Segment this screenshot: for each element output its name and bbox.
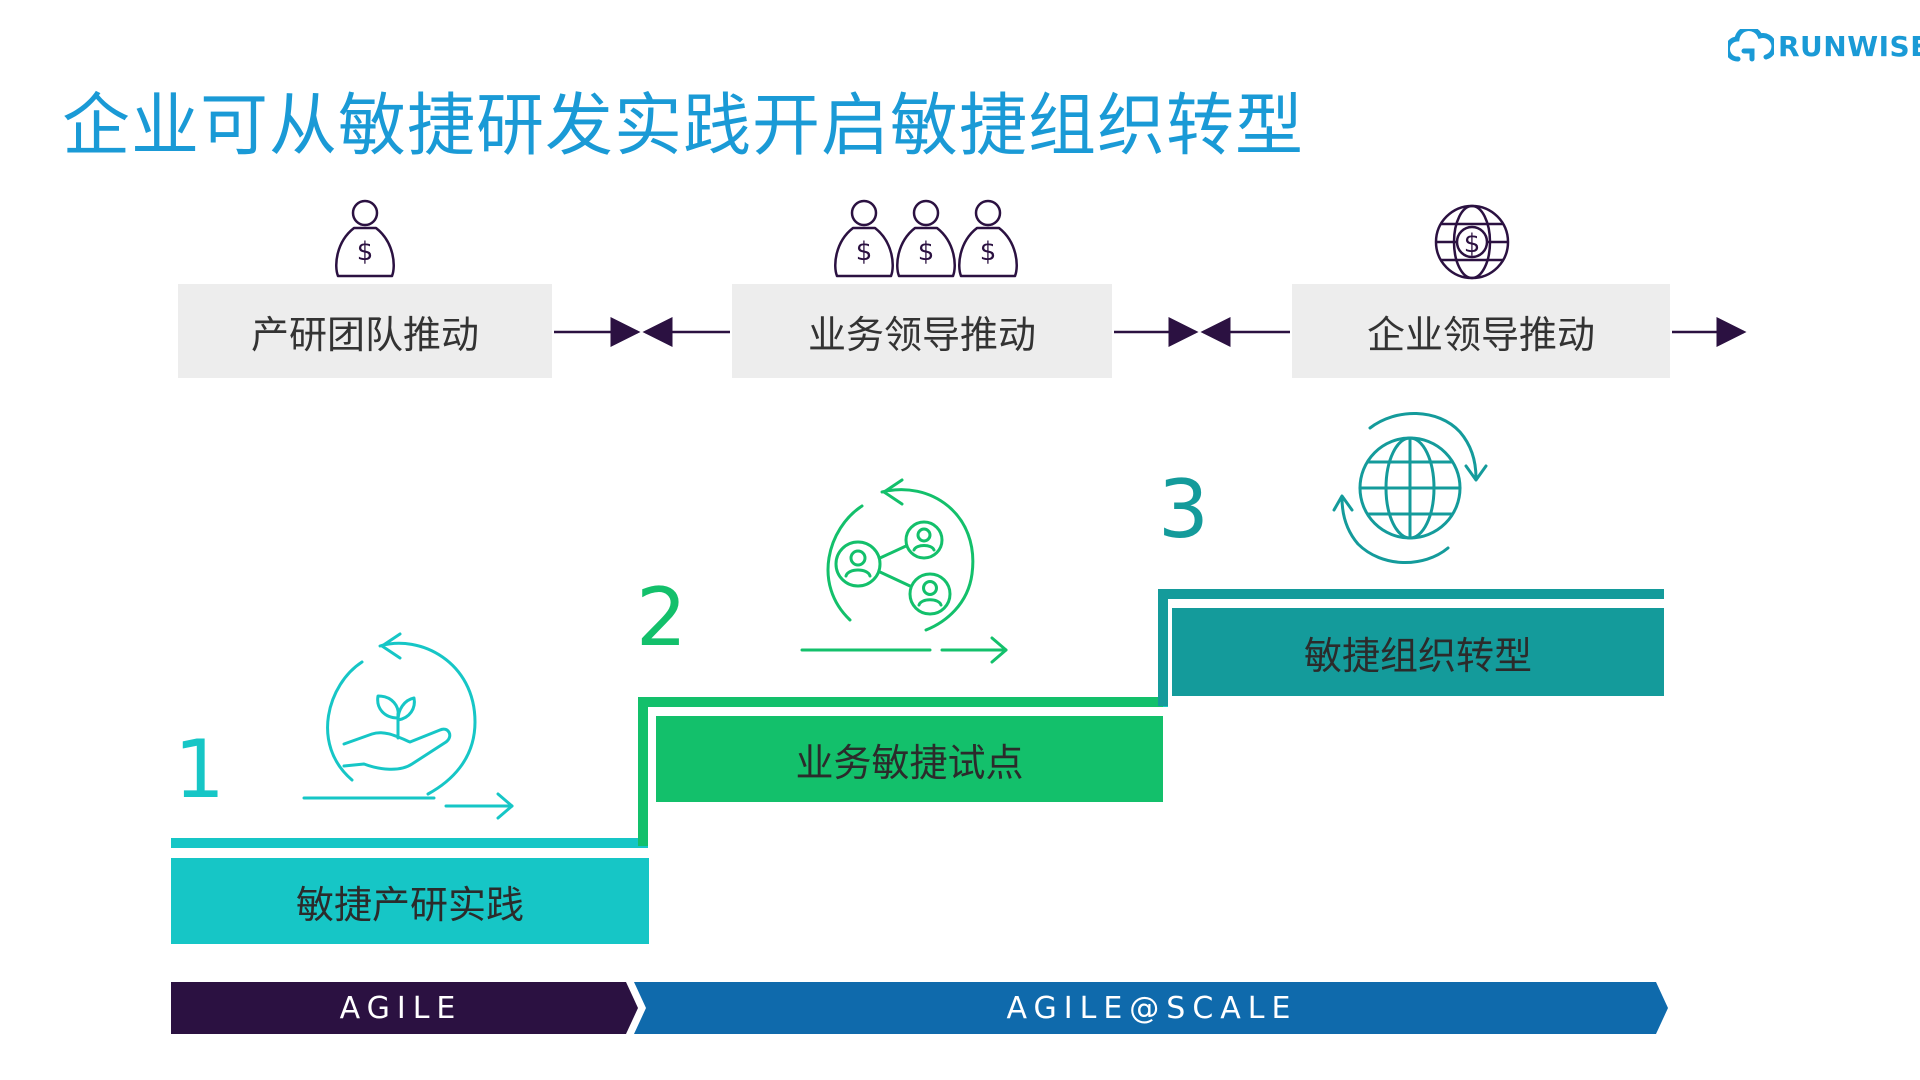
step-box-2: 业务敏捷试点 <box>656 716 1163 802</box>
page-title: 企业可从敏捷研发实践开启敏捷组织转型 <box>62 87 1305 166</box>
svg-text:$: $ <box>357 237 374 267</box>
logo-text: RUNWISE <box>1778 29 1920 63</box>
money-bag-icon: $ <box>335 199 395 278</box>
svg-text:$: $ <box>980 237 997 267</box>
driver-box-team: 产研团队推动 <box>178 284 552 378</box>
globe-cycle-icon <box>1332 412 1488 564</box>
svg-text:$: $ <box>856 237 873 267</box>
step-number-1: 1 <box>174 723 225 816</box>
phase-label-agile: AGILE <box>339 990 463 1026</box>
step-number-3: 3 <box>1158 463 1209 556</box>
step-label: 敏捷组织转型 <box>1303 633 1532 678</box>
svg-text:$: $ <box>1464 229 1481 259</box>
cloud-logo-icon <box>1728 29 1774 62</box>
dollar-globe-icon: $ <box>1434 204 1510 280</box>
three-money-bags-icon: $ $ $ <box>834 199 1018 278</box>
people-network-cycle-icon <box>800 478 1008 664</box>
driver-box-business: 业务领导推动 <box>732 284 1112 378</box>
phase-agile-bg <box>171 982 638 1034</box>
phase-label-agile-scale: AGILE@SCALE <box>1006 990 1298 1026</box>
step-box-1: 敏捷产研实践 <box>171 858 649 944</box>
step-label: 业务敏捷试点 <box>795 740 1024 785</box>
driver-label: 业务领导推动 <box>807 312 1036 357</box>
phase-agile-scale-bg <box>634 982 1668 1034</box>
driver-label: 产研团队推动 <box>250 312 479 357</box>
driver-box-enterprise: 企业领导推动 <box>1292 284 1670 378</box>
runwise-logo: RUNWISE <box>1728 26 1920 66</box>
hand-plant-cycle-icon <box>302 632 514 820</box>
step-number-2: 2 <box>636 571 687 664</box>
step-box-3: 敏捷组织转型 <box>1172 608 1664 696</box>
svg-text:$: $ <box>918 237 935 267</box>
step-label: 敏捷产研实践 <box>295 882 524 927</box>
driver-label: 企业领导推动 <box>1366 312 1595 357</box>
